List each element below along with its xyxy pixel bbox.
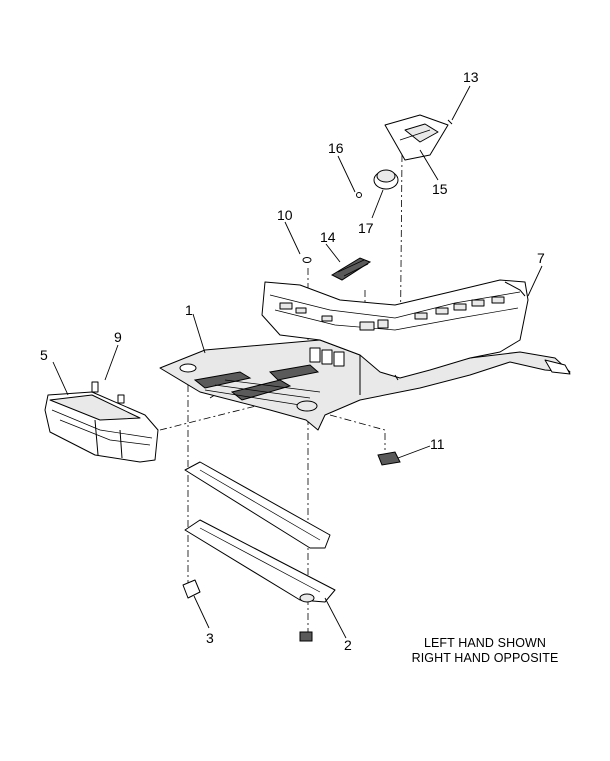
- callout-17: 17: [358, 220, 374, 236]
- callout-15: 15: [432, 181, 448, 197]
- callout-2: 2: [344, 637, 352, 653]
- part-11-clip: [377, 451, 401, 466]
- part-2-lower-trays: [184, 461, 336, 642]
- note-line-2: RIGHT HAND OPPOSITE: [411, 651, 559, 665]
- callout-1: 1: [185, 302, 193, 318]
- part-5-storage-bin: [44, 381, 159, 463]
- callout-10: 10: [277, 207, 293, 223]
- callout-9: 9: [114, 329, 122, 345]
- part-15-bracket: [384, 114, 453, 161]
- callout-16: 16: [328, 140, 344, 156]
- callout-7: 7: [537, 250, 545, 266]
- callout-11: 11: [430, 436, 445, 452]
- part-1-trim-panel: [159, 279, 571, 431]
- callout-14: 14: [320, 229, 336, 245]
- part-16-fastener: [356, 192, 362, 198]
- orientation-note: LEFT HAND SHOWN RIGHT HAND OPPOSITE: [400, 636, 570, 666]
- part-7-screw: [504, 281, 526, 297]
- part-17-cap: [373, 169, 399, 190]
- callout-13: 13: [463, 69, 479, 85]
- callout-5: 5: [40, 347, 48, 363]
- callout-3: 3: [206, 630, 214, 646]
- callout-labels: 1 2 3 5 7 9 10 11 13 14 15 16 17: [40, 69, 545, 653]
- leader-lines: [52, 85, 543, 639]
- note-line-1: LEFT HAND SHOWN: [423, 636, 547, 650]
- part-3-clip: [182, 579, 201, 599]
- part-10-clip: [302, 257, 312, 263]
- part-14-grille: [330, 257, 372, 281]
